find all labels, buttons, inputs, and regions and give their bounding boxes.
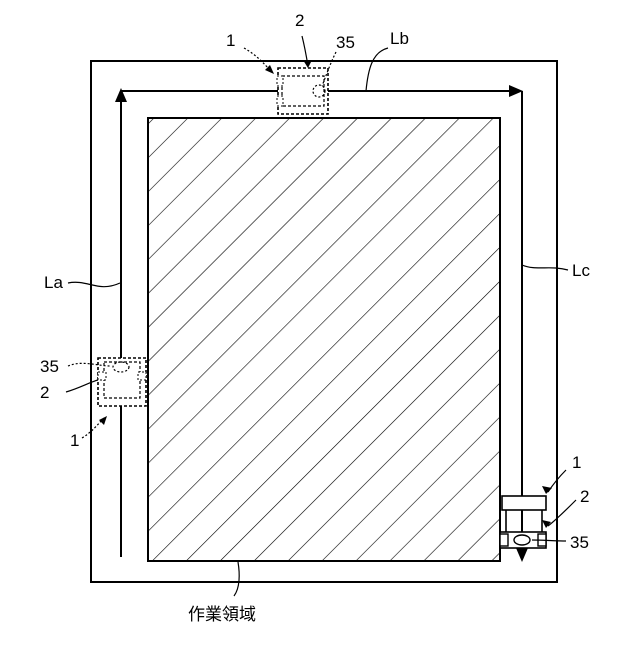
- label-robot-left-part: 2: [40, 383, 49, 402]
- label-robot-top-sensor: 35: [336, 33, 355, 52]
- label-robot-right-sensor: 35: [570, 533, 589, 552]
- label-robot-left-sensor: 35: [40, 357, 59, 376]
- sensor-icon: [514, 535, 530, 545]
- label-la: La: [44, 273, 63, 292]
- label-robot-left-num: 1: [70, 431, 79, 450]
- label-lb: Lb: [390, 29, 409, 48]
- label-robot-right-part: 2: [580, 487, 589, 506]
- path-la: [115, 88, 127, 557]
- robot-top: [277, 68, 328, 114]
- path-lc: [516, 91, 528, 562]
- label-robot-top-part: 2: [295, 11, 304, 30]
- label-robot-top-num: 1: [226, 31, 235, 50]
- work-area-hatched: [148, 118, 500, 561]
- label-robot-right-num: 1: [572, 453, 581, 472]
- label-work-area: 作業領域: [188, 605, 256, 625]
- label-lc: Lc: [572, 261, 590, 280]
